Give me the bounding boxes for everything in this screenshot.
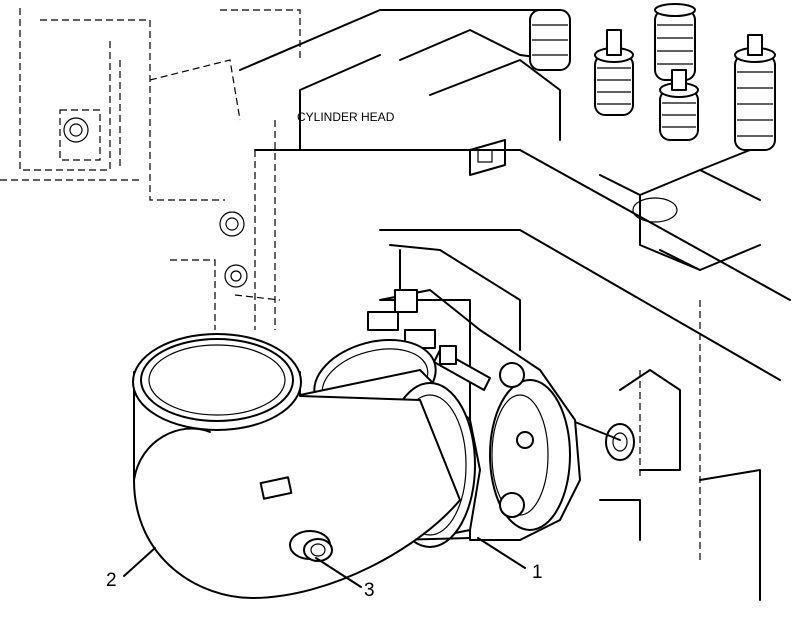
valve-spring bbox=[529, 9, 571, 71]
valve-spring bbox=[659, 69, 699, 141]
valve-spring bbox=[734, 34, 776, 151]
valve-spring-group bbox=[529, 3, 776, 151]
valve-spring bbox=[654, 3, 696, 81]
water-elbow bbox=[132, 333, 461, 599]
flange-bolt bbox=[499, 492, 525, 518]
flange-bolt bbox=[499, 362, 525, 388]
leader-line-1 bbox=[477, 537, 526, 569]
leader-line-2 bbox=[123, 547, 156, 577]
bolt-hole bbox=[63, 117, 89, 143]
callout-1: 1 bbox=[532, 562, 543, 583]
hex-nut bbox=[394, 289, 418, 313]
valve-spring bbox=[594, 29, 634, 116]
region-label-cylinder-head: CYLINDER HEAD bbox=[297, 110, 395, 124]
leader-line-3 bbox=[315, 557, 362, 588]
engine-block bbox=[0, 8, 301, 330]
cylinder-head bbox=[239, 9, 791, 601]
flange-bolt bbox=[516, 431, 534, 449]
bolt-hole bbox=[224, 264, 248, 288]
bolt-hole bbox=[219, 211, 245, 237]
callout-2: 2 bbox=[106, 570, 117, 591]
vent-slot bbox=[259, 476, 293, 500]
vent-plug bbox=[289, 530, 333, 562]
callout-3: 3 bbox=[364, 580, 375, 601]
